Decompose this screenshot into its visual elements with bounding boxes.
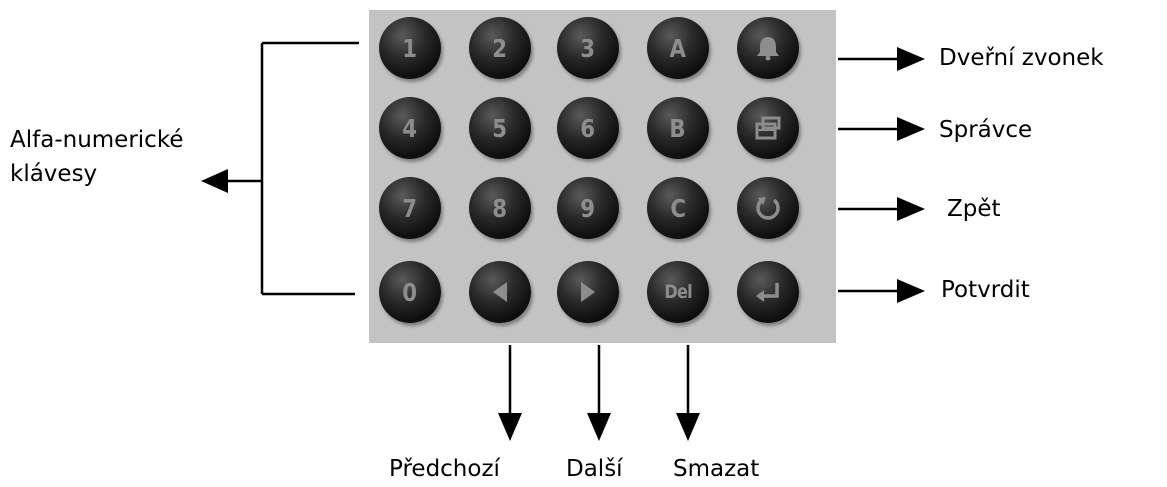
confirm-label: Potvrdit [941, 277, 1030, 303]
enter-icon [753, 277, 783, 307]
key-c[interactable]: C [647, 177, 709, 239]
next-label: Další [566, 456, 623, 482]
doorbell-label: Dveřní zvonek [939, 45, 1104, 71]
key-4[interactable]: 4 [379, 97, 441, 159]
key-label: 4 [402, 113, 418, 143]
key-label: 7 [402, 193, 418, 223]
admin-icon [753, 115, 783, 141]
alphanumeric-arrow [201, 169, 228, 193]
back-arrow-icon [753, 193, 783, 223]
key-enter[interactable] [737, 261, 799, 323]
key-8[interactable]: 8 [469, 177, 531, 239]
key-del[interactable]: Del [647, 261, 709, 323]
key-label: 9 [580, 193, 596, 223]
key-label: 6 [580, 113, 596, 143]
key-label: A [669, 33, 687, 63]
key-a[interactable]: A [647, 17, 709, 79]
right-triangle-icon [573, 277, 603, 307]
alphanumeric-label-line1: Alfa-numerické [10, 127, 184, 153]
key-7[interactable]: 7 [379, 177, 441, 239]
key-b[interactable]: B [647, 97, 709, 159]
key-label: Del [664, 281, 692, 303]
back-label: Zpět [947, 196, 1001, 222]
key-label: 5 [492, 113, 508, 143]
alphanumeric-label-line2: klávesy [10, 161, 98, 187]
doorbell-arrow [838, 47, 925, 71]
admin-label: Správce [939, 117, 1033, 143]
key-label: 3 [580, 33, 596, 63]
previous-label: Předchozí [389, 456, 500, 482]
key-5[interactable]: 5 [469, 97, 531, 159]
confirm-arrow [838, 279, 925, 303]
key-0[interactable]: 0 [379, 261, 441, 323]
key-label: 2 [492, 33, 508, 63]
key-3[interactable]: 3 [557, 17, 619, 79]
key-left-triangle[interactable] [469, 261, 531, 323]
delete-arrow [676, 345, 700, 441]
key-label: 0 [402, 277, 418, 307]
key-back-arrow[interactable] [737, 177, 799, 239]
key-label: 8 [492, 193, 508, 223]
back-arrow [838, 197, 925, 221]
key-9[interactable]: 9 [557, 177, 619, 239]
alphanumeric-bracket [226, 41, 359, 296]
key-6[interactable]: 6 [557, 97, 619, 159]
bell-icon [753, 33, 783, 63]
left-triangle-icon [485, 277, 515, 307]
delete-label: Smazat [673, 456, 760, 482]
previous-arrow [498, 345, 522, 441]
key-admin[interactable] [737, 97, 799, 159]
key-label: 1 [402, 33, 418, 63]
next-arrow [587, 345, 611, 441]
key-right-triangle[interactable] [557, 261, 619, 323]
key-label: B [669, 113, 687, 143]
key-bell[interactable] [737, 17, 799, 79]
admin-arrow [838, 117, 925, 141]
key-1[interactable]: 1 [379, 17, 441, 79]
key-label: C [670, 193, 686, 223]
key-2[interactable]: 2 [469, 17, 531, 79]
